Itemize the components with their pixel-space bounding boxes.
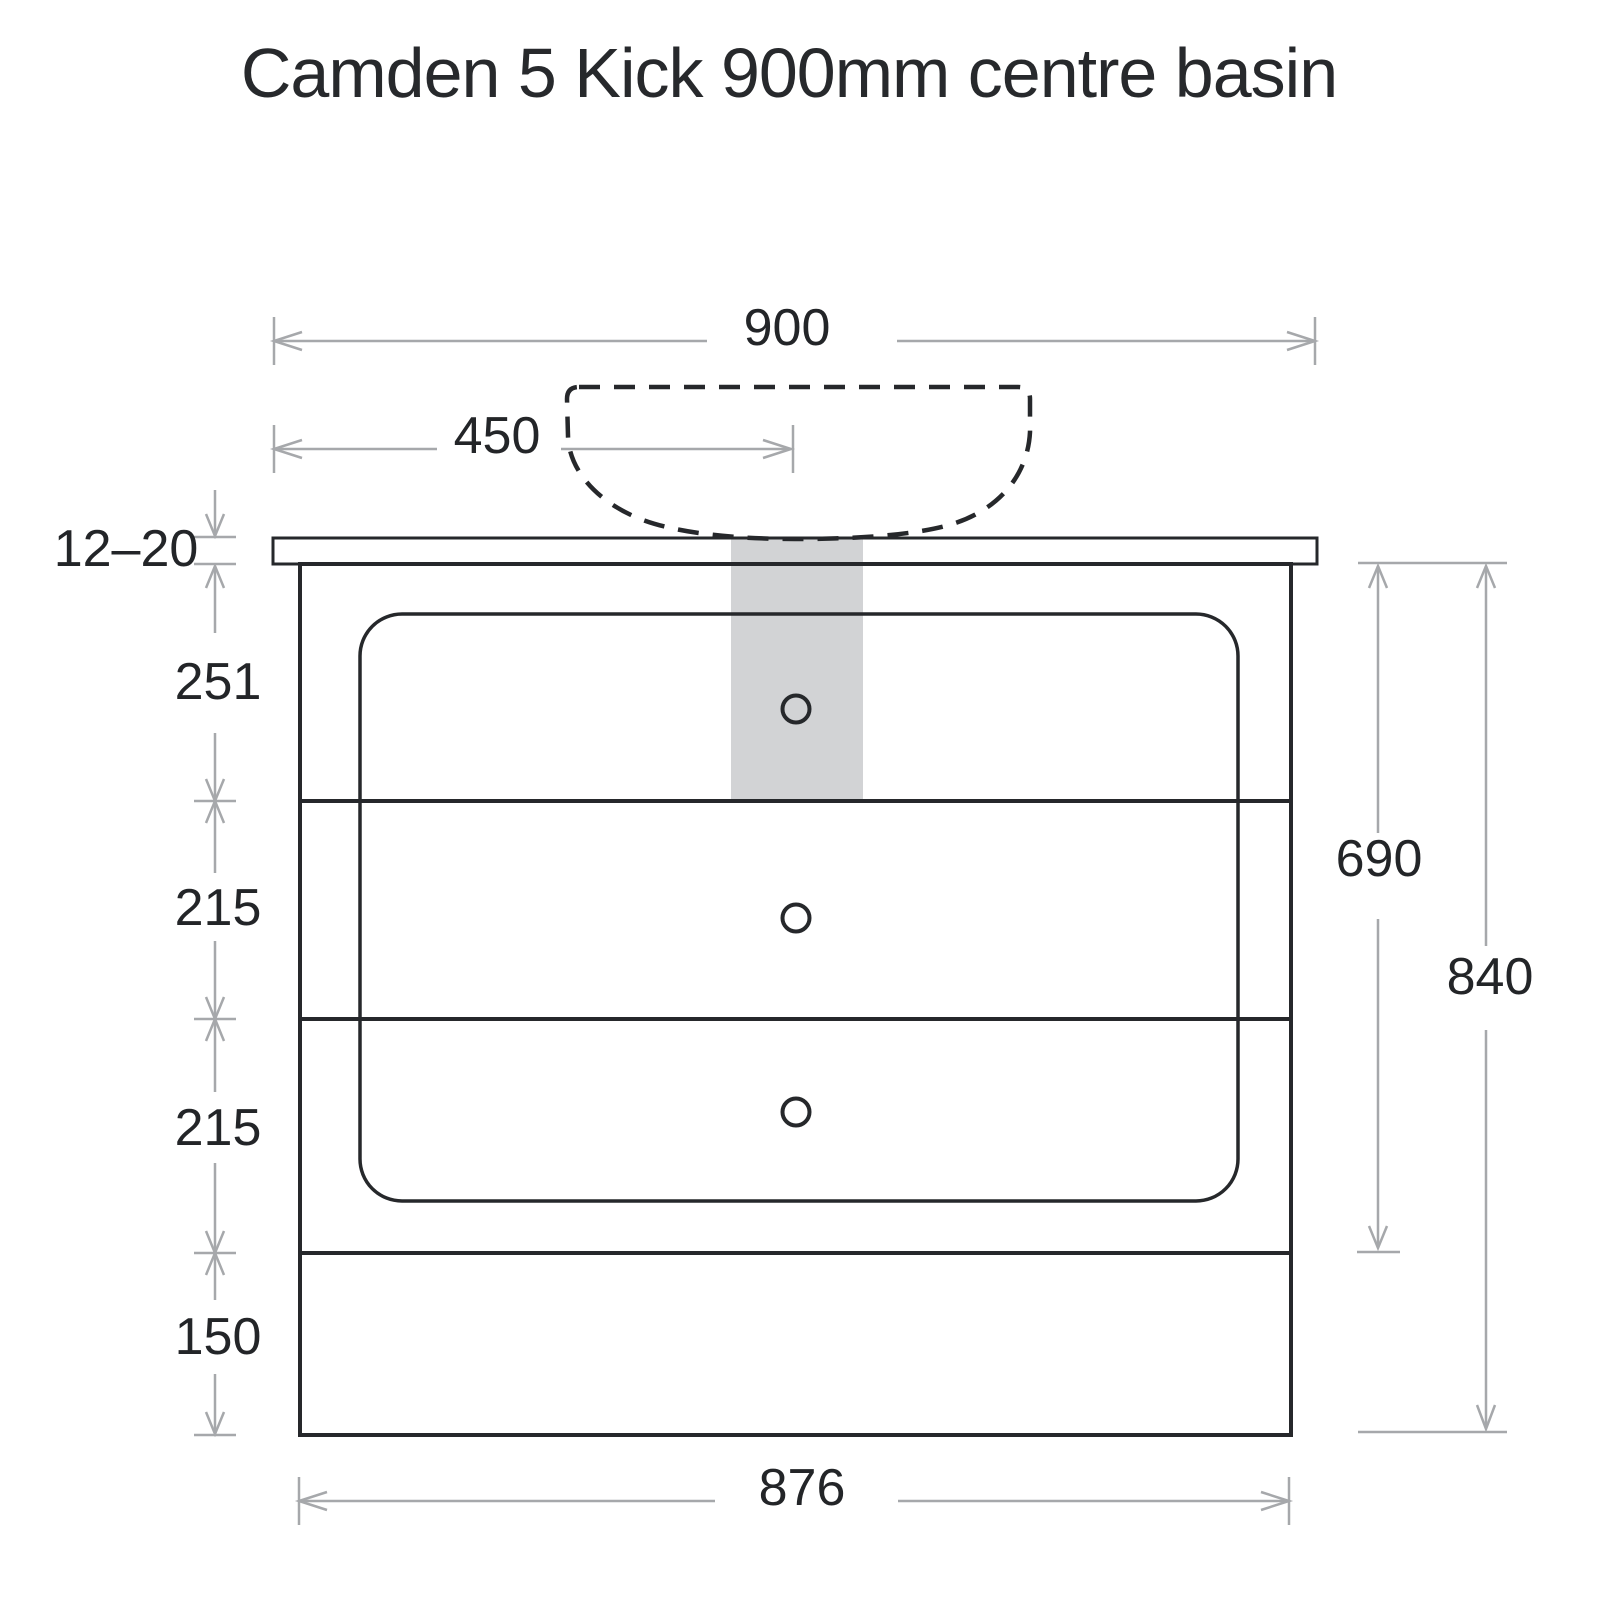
drawer-hole-top (780, 693, 812, 725)
dim-bottom-drawer (194, 1021, 236, 1276)
dim-kick (194, 1255, 236, 1438)
dim-label-kick: 150 (175, 1308, 262, 1366)
drawer-hole-middle (780, 902, 812, 934)
basin-dashed-outline (564, 384, 1033, 542)
dim-overall-width (269, 317, 1320, 365)
dim-cabinet-width (294, 1477, 1294, 1525)
dim-label-cabinet-width: 876 (759, 1459, 846, 1517)
cabinet-drawing (271, 384, 1319, 1437)
dim-basin-centre (269, 425, 796, 473)
basin-centre-highlight-strip (731, 539, 863, 801)
drawer-hole-bottom (780, 1096, 812, 1128)
drawer-face-panel (358, 612, 1240, 1203)
dim-label-basin-centre: 450 (454, 407, 541, 465)
dim-label-overall-width: 900 (744, 299, 831, 357)
dim-label-middle-drawer: 215 (175, 879, 262, 937)
dim-label-bottom-drawer: 215 (175, 1099, 262, 1157)
dim-carcass-height (1357, 562, 1400, 1254)
dim-overall-height (1358, 562, 1507, 1434)
dim-label-top-drawer: 251 (175, 653, 262, 711)
cabinet-body (298, 562, 1293, 1437)
dim-top-drawer (194, 566, 236, 824)
dim-label-carcass-height: 690 (1336, 830, 1423, 888)
dim-middle-drawer (194, 803, 236, 1042)
dim-label-overall-height: 840 (1447, 948, 1534, 1006)
page-title: Camden 5 Kick 900mm centre basin (241, 34, 1337, 112)
dim-label-benchtop-thickness: 12–20 (54, 520, 199, 578)
